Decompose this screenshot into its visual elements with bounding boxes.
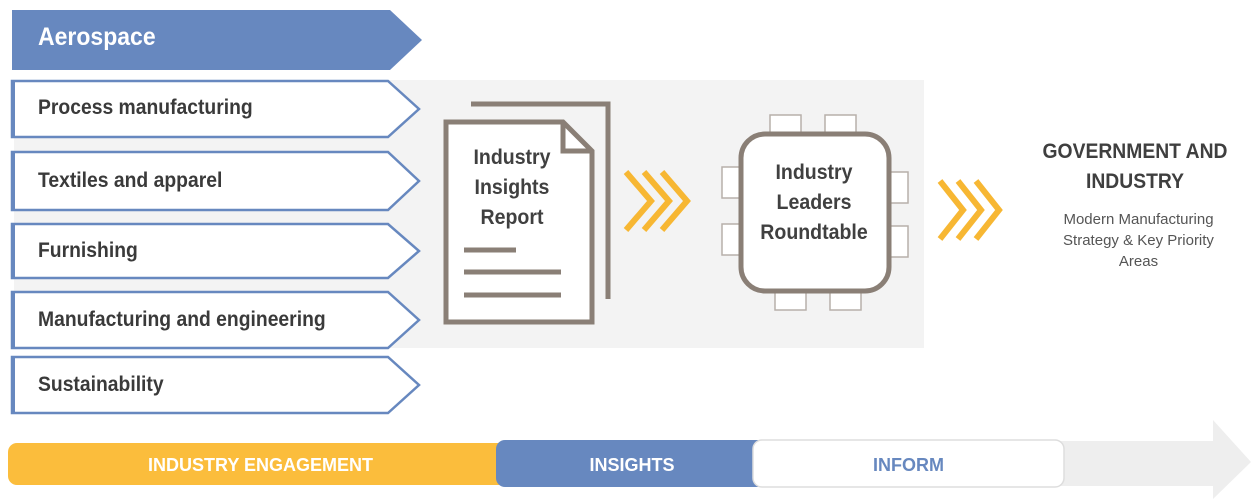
stage-label-engagement-text: INDUSTRY ENGAGEMENT xyxy=(147,455,374,475)
stage-segment-insights xyxy=(496,440,768,487)
category-arrow-3-accent xyxy=(11,223,15,279)
roundtable-line-2: Leaders xyxy=(776,191,852,214)
category-label-aerospace: Aerospace xyxy=(38,23,156,51)
outcome-subtitle-line-1: Modern Manufacturing xyxy=(1063,211,1214,228)
chevron-right-icon xyxy=(623,170,691,232)
category-arrows xyxy=(10,10,422,415)
category-arrow-2-accent xyxy=(11,151,15,211)
category-label-process: Process manufacturing xyxy=(38,96,253,119)
stage-label-insights: INSIGHTS xyxy=(496,445,768,485)
category-arrow-0 xyxy=(12,10,422,70)
roundtable-line-3: Roundtable xyxy=(760,221,868,244)
category-label-sustainability: Sustainability xyxy=(38,373,164,396)
stage-label-insights-text: INSIGHTS xyxy=(589,455,675,475)
report-line-1: Industry xyxy=(473,146,551,169)
stage-bar-arrow-background xyxy=(1050,420,1251,499)
report-label: Industry Insights Report xyxy=(456,143,568,233)
outcome-subtitle-line-2: Strategy & Key Priority xyxy=(1063,232,1214,249)
outcome-title-line-2: INDUSTRY xyxy=(1085,170,1185,193)
stage-label-inform-text: INFORM xyxy=(873,455,944,475)
roundtable-label: Industry Leaders Roundtable xyxy=(748,158,880,248)
roundtable-line-1: Industry xyxy=(775,161,853,184)
stage-label-engagement: INDUSTRY ENGAGEMENT xyxy=(8,445,513,485)
stage-label-inform: INFORM xyxy=(753,445,1064,485)
category-arrow-4-accent xyxy=(11,291,15,349)
category-arrow-5-accent xyxy=(11,356,15,414)
outcome-subtitle-line-3: Areas xyxy=(1118,253,1159,270)
category-arrow-1-accent xyxy=(11,80,15,138)
report-line-3: Report xyxy=(480,206,544,229)
stage-segment-engagement xyxy=(8,443,513,485)
outcome-subtitle: Modern Manufacturing Strategy & Key Prio… xyxy=(1026,209,1251,272)
category-label-textiles: Textiles and apparel xyxy=(38,169,223,192)
stage-segment-inform xyxy=(752,439,1065,488)
chevron-right-icon-2 xyxy=(937,179,1003,241)
report-line-2: Insights xyxy=(474,176,550,199)
category-label-furnishing: Furnishing xyxy=(38,239,138,262)
outcome-title: GOVERNMENT AND INDUSTRY xyxy=(1029,137,1241,197)
outcome-title-line-1: GOVERNMENT AND xyxy=(1042,140,1228,163)
category-label-manufacturing: Manufacturing and engineering xyxy=(38,308,326,331)
